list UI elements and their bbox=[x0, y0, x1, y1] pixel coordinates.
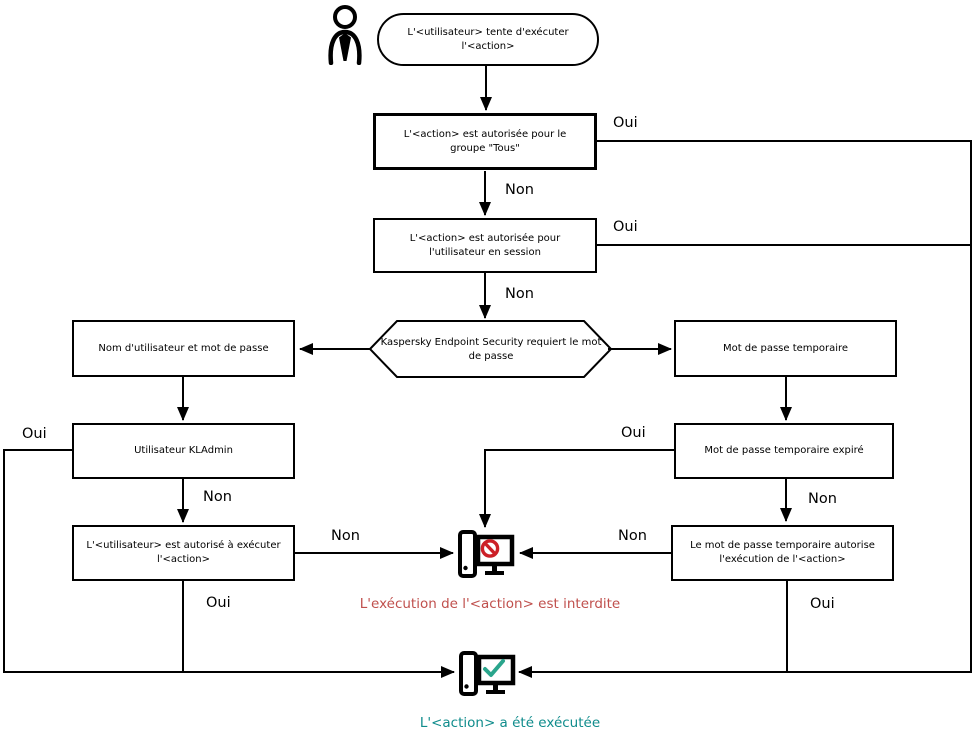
edge-group-oui-to-executed bbox=[518, 140, 972, 678]
check-mark bbox=[483, 659, 505, 677]
node-start-label: L'<utilisateur> tente d'exécuter l'<acti… bbox=[407, 26, 569, 52]
edge-label-user-authorized-non: Non bbox=[331, 528, 360, 544]
edge-label-group-non: Non bbox=[505, 182, 534, 198]
node-password-prompt: Kaspersky Endpoint Security requiert le … bbox=[374, 325, 608, 374]
edge-label-group-oui: Oui bbox=[613, 115, 638, 131]
computer-blocked-icon bbox=[456, 530, 516, 580]
edge-label-expired-non: Non bbox=[808, 491, 837, 507]
node-user-authorized-label: L'<utilisateur> est autorisé à exécuter … bbox=[86, 540, 281, 565]
denied-outcome-text: L'exécution de l'<action> est interdite bbox=[359, 596, 621, 612]
edge-label-user-authorized-oui: Oui bbox=[206, 595, 231, 611]
node-group-check: L'<action> est autorisée pour le groupe … bbox=[373, 113, 597, 170]
node-temp-expired-label: Mot de passe temporaire expiré bbox=[704, 445, 864, 456]
edge-label-kladmin-non: Non bbox=[203, 489, 232, 505]
node-temp-authorizes: Le mot de passe temporaire autorise l'ex… bbox=[671, 525, 894, 581]
edge-label-expired-oui: Oui bbox=[621, 425, 646, 441]
node-credentials-label: Nom d'utilisateur et mot de passe bbox=[98, 342, 269, 354]
prohibition-sign bbox=[480, 539, 500, 558]
edge-expired-oui-to-denied bbox=[479, 449, 674, 528]
node-credentials: Nom d'utilisateur et mot de passe bbox=[72, 320, 295, 377]
edge-label-temp-authorizes-non: Non bbox=[618, 528, 647, 544]
edge-label-kladmin-oui: Oui bbox=[22, 426, 47, 442]
node-password-prompt-label: Kaspersky Endpoint Security requiert le … bbox=[380, 336, 602, 362]
node-start: L'<utilisateur> tente d'exécuter l'<acti… bbox=[377, 13, 599, 66]
edge-kladmin-oui-to-executed bbox=[3, 449, 455, 678]
node-session-check: L'<action> est autorisée pour l'utilisat… bbox=[373, 218, 597, 273]
node-session-check-label: L'<action> est autorisée pour l'utilisat… bbox=[409, 232, 561, 258]
node-temp-password: Mot de passe temporaire bbox=[674, 320, 897, 377]
person-icon bbox=[326, 3, 364, 66]
edge-label-temp-authorizes-oui: Oui bbox=[810, 596, 835, 612]
node-user-authorized: L'<utilisateur> est autorisé à exécuter … bbox=[72, 525, 295, 581]
executed-outcome-text: L'<action> a été exécutée bbox=[419, 715, 601, 731]
node-kladmin-label: Utilisateur KLAdmin bbox=[134, 445, 233, 456]
node-temp-password-label: Mot de passe temporaire bbox=[722, 342, 849, 354]
edge-label-session-oui: Oui bbox=[613, 219, 638, 235]
computer-check-icon bbox=[457, 651, 517, 698]
edge-label-session-non: Non bbox=[505, 286, 534, 302]
node-kladmin: Utilisateur KLAdmin bbox=[72, 423, 295, 479]
node-temp-expired: Mot de passe temporaire expiré bbox=[674, 423, 894, 479]
node-temp-authorizes-label: Le mot de passe temporaire autorise l'ex… bbox=[690, 540, 875, 565]
node-group-check-label: L'<action> est autorisée pour le groupe … bbox=[403, 128, 567, 154]
